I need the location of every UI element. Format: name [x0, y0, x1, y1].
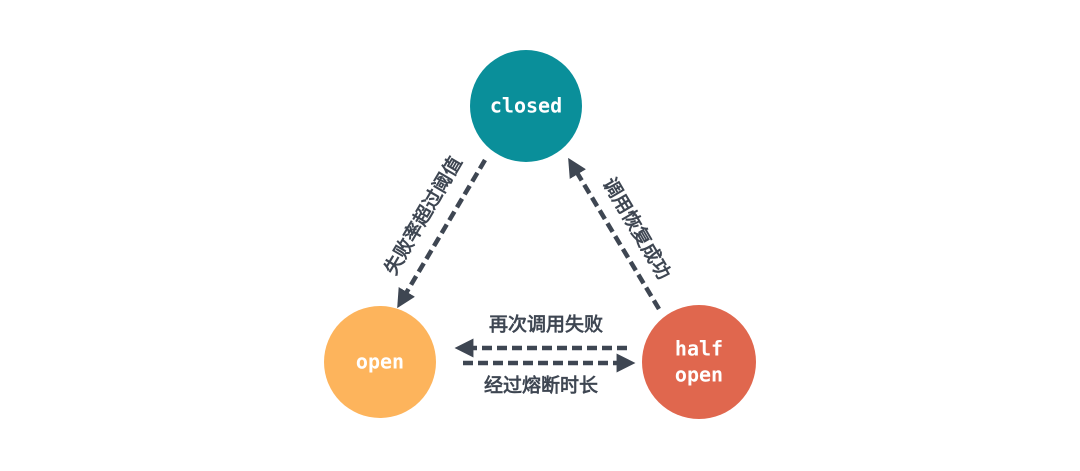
node-open-label: open: [356, 350, 404, 374]
edge-half-open-to-closed: 调用恢复成功: [568, 157, 676, 311]
node-closed: closed: [470, 50, 582, 162]
node-open-circle: [324, 306, 436, 418]
edge-open-to-half-open-label: 经过熔断时长: [484, 374, 599, 397]
edge-half-open-to-open-label: 再次调用失败: [489, 313, 603, 336]
edge-closed-to-open: 失败率超过阈值: [379, 152, 487, 309]
node-half-open-circle: [642, 305, 756, 419]
node-half-open-label-line2: open: [675, 363, 723, 387]
node-half-open-label-line1: half: [675, 337, 723, 361]
edge-closed-to-open-line: [397, 158, 487, 309]
node-open: open: [324, 306, 436, 418]
node-closed-circle: [470, 50, 582, 162]
edge-open-to-half-open: 经过熔断时长: [463, 353, 636, 397]
edge-half-open-to-closed-line: [568, 157, 661, 311]
node-closed-label: closed: [490, 94, 562, 118]
edge-half-open-to-open: 再次调用失败: [454, 313, 627, 358]
node-half-open: half open: [642, 305, 756, 419]
